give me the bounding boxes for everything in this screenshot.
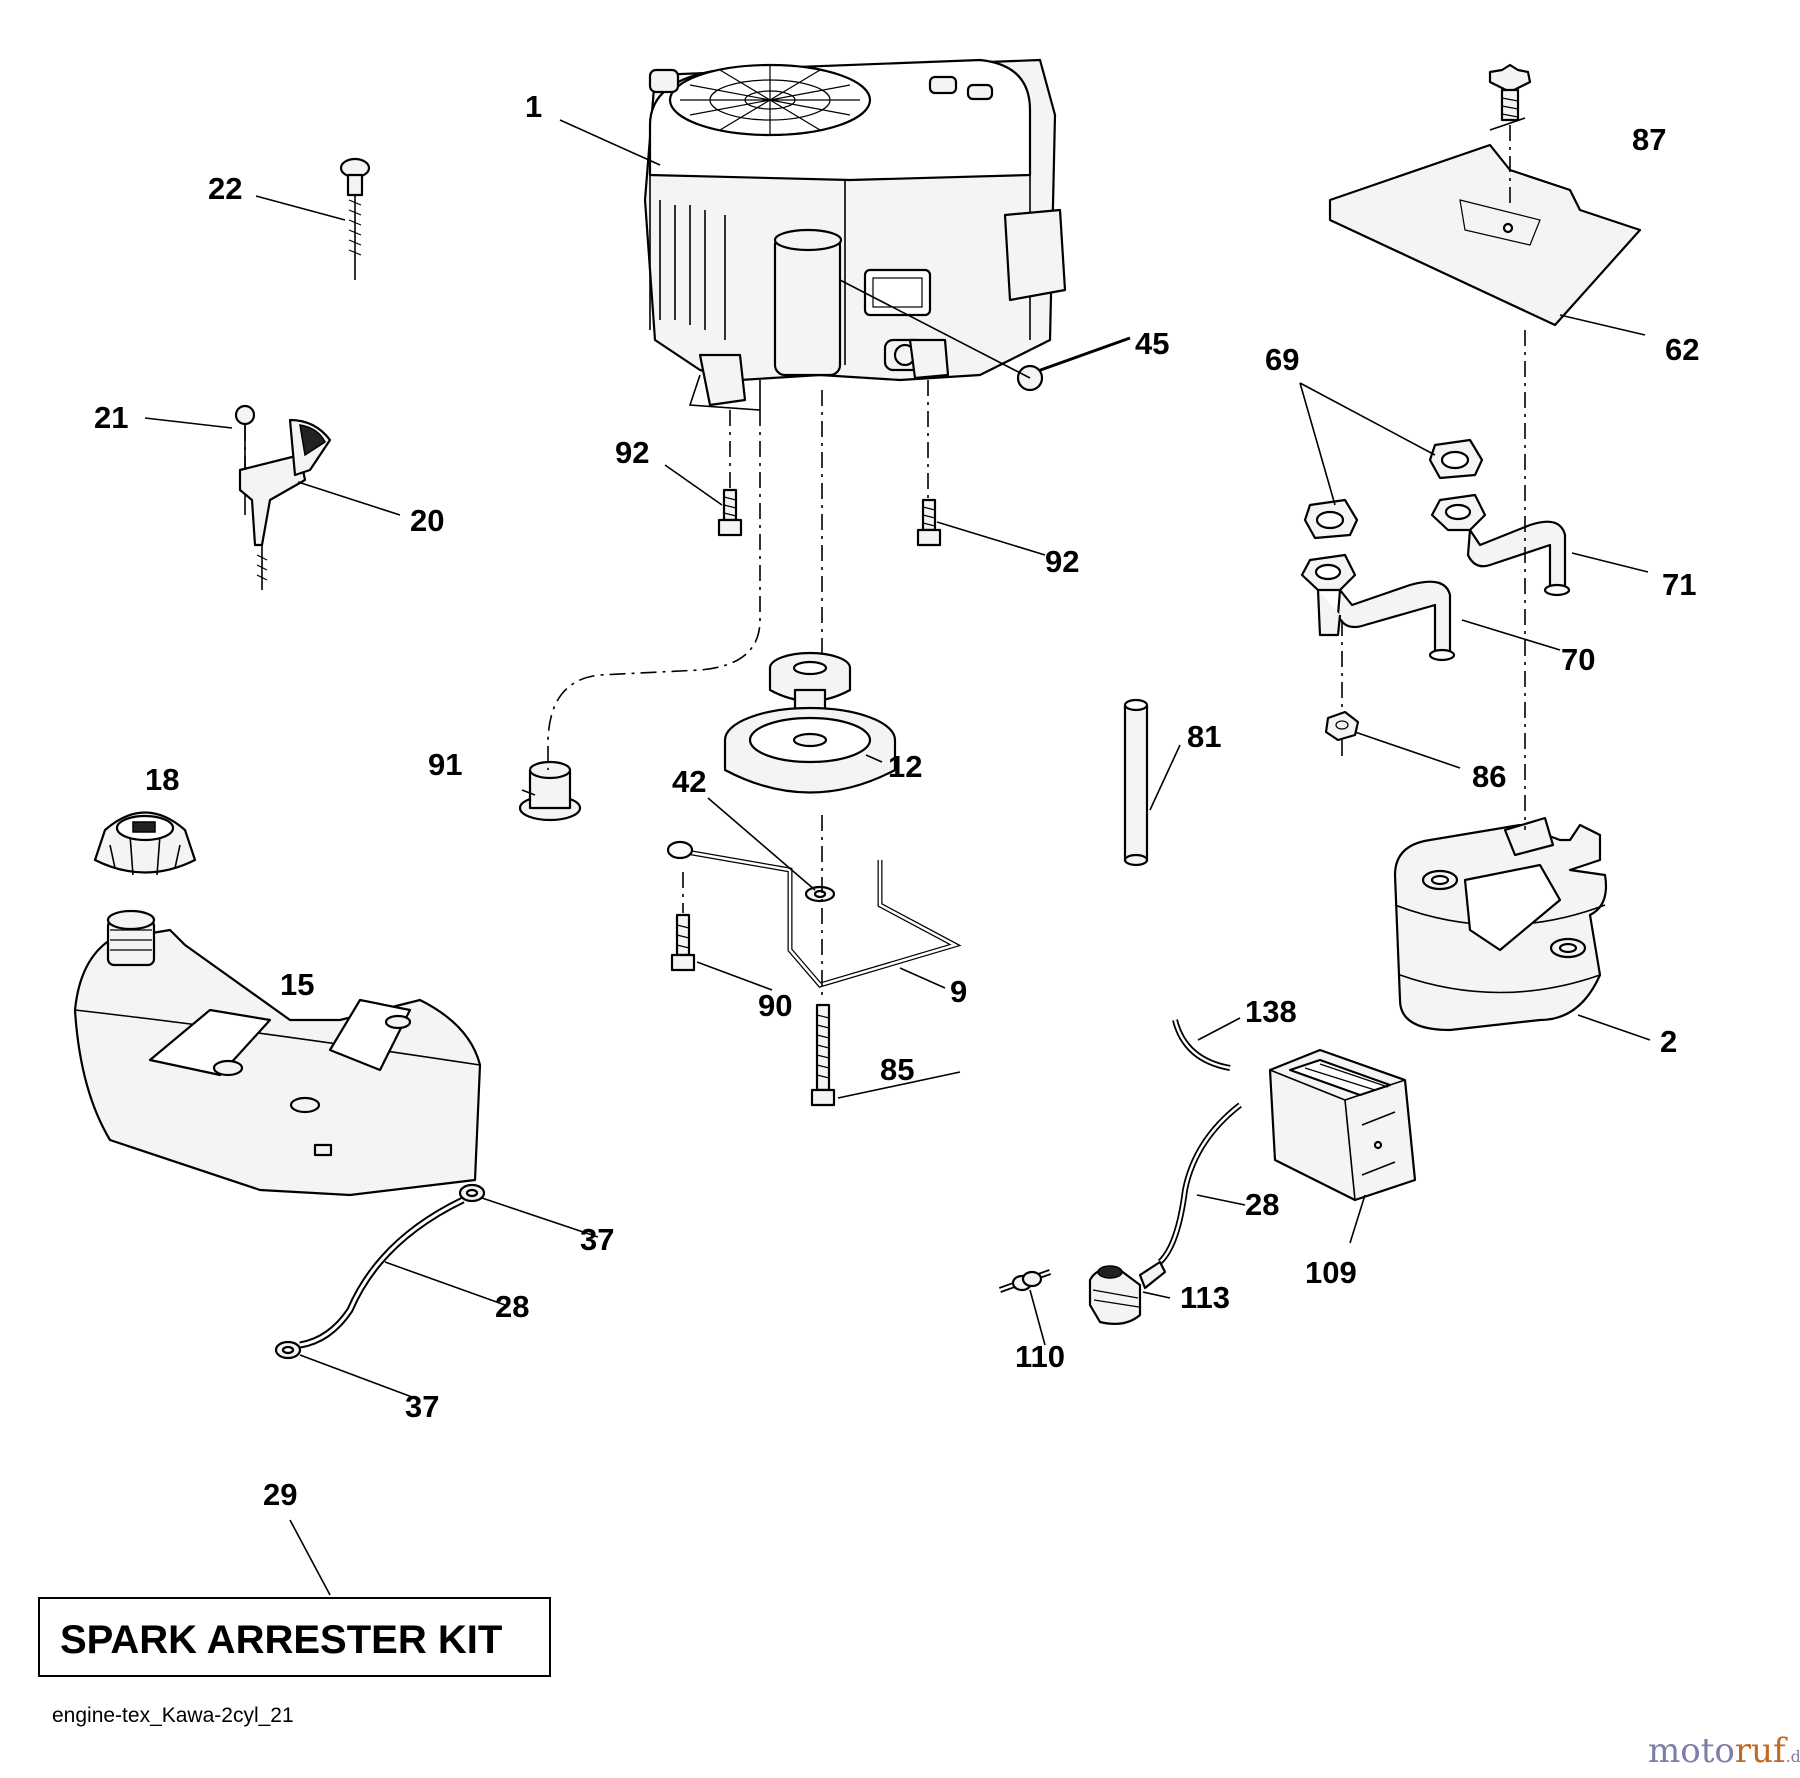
part-label: 21 [94, 400, 128, 435]
part-label: 85 [880, 1052, 914, 1087]
part-label: 22 [208, 171, 242, 206]
leader-lines [144, 117, 1651, 1596]
watermark-accent: ruf [1735, 1731, 1788, 1771]
part-label: 20 [410, 503, 444, 538]
part-labels: 1 22 21 20 92 92 45 87 62 69 71 70 86 81… [94, 89, 1699, 1512]
svg-text:motoruf.de: motoruf.de [1648, 1731, 1800, 1771]
part-label: 37 [405, 1389, 439, 1424]
gas-cap-22-part [339, 157, 371, 280]
bolt-92-right-part [916, 498, 942, 547]
filter-113-part [1088, 1260, 1167, 1325]
part-label: 12 [888, 749, 922, 784]
engine-part [643, 58, 1067, 411]
part-label: 91 [428, 747, 462, 782]
drawing-code: engine-tex_Kawa-2cyl_21 [52, 1704, 294, 1727]
part-label: 70 [1561, 642, 1595, 677]
part-label: 109 [1305, 1255, 1357, 1290]
clamp-37-upper-part [458, 1183, 486, 1203]
part-label: 15 [280, 967, 314, 1002]
part-label: 87 [1632, 122, 1666, 157]
bolt-90-part [670, 913, 696, 972]
throttle-part [234, 404, 332, 590]
nut-86-part [1324, 710, 1360, 742]
heat-shield-62-part [1328, 143, 1642, 327]
part-label: 2 [1660, 1024, 1677, 1059]
part-label: 81 [1187, 719, 1221, 754]
part-label: 69 [1265, 342, 1299, 377]
part-label: 1 [525, 89, 542, 124]
part-label: 113 [1180, 1280, 1230, 1315]
watermark-logo: motoruf.de [1648, 1731, 1800, 1771]
spark-arrester-kit-box [38, 1597, 551, 1677]
tube-81-part [1123, 698, 1149, 867]
part-label: 28 [1245, 1187, 1279, 1222]
hose-138-part [1172, 1019, 1231, 1071]
part-label: 110 [1015, 1339, 1065, 1374]
exhaust-pipe-70-part [1300, 553, 1456, 662]
rod-9-part [666, 840, 962, 988]
canister-109-part [1268, 1048, 1417, 1202]
watermark-tld: .de [1786, 1747, 1800, 1766]
fuel-cap-18-part [93, 811, 197, 876]
gasket-69-right-part [1428, 438, 1484, 480]
clamp-37-lower-part [274, 1340, 302, 1360]
part-label: 37 [580, 1222, 614, 1257]
washer-42-part [804, 885, 836, 903]
part-label: 138 [1245, 994, 1297, 1029]
bolt-85-part [810, 1003, 836, 1107]
part-label: 71 [1662, 567, 1696, 602]
fuel-line-28-left-part [299, 1196, 465, 1349]
knob-87-part [1488, 63, 1532, 122]
part-label: 90 [758, 988, 792, 1023]
pulley-12-part [723, 651, 897, 794]
assembly-dashed-lines [244, 125, 1526, 1000]
part-label: 92 [615, 435, 649, 470]
part-label: 29 [263, 1477, 297, 1512]
muffler-2-part [1393, 816, 1608, 1032]
watermark-main: moto [1648, 1731, 1735, 1771]
part-label: 62 [1665, 332, 1699, 367]
part-label: 86 [1472, 759, 1506, 794]
bolt-92-left-part [717, 488, 743, 537]
fuel-line-28-right-part [1157, 1102, 1242, 1265]
part-label: 18 [145, 762, 179, 797]
bushing-91-part [518, 760, 582, 822]
connector-110-part [998, 1269, 1052, 1293]
gasket-69-left-part [1303, 498, 1359, 540]
part-label: 42 [672, 764, 706, 799]
spark-arrester-kit-title: SPARK ARRESTER KIT [60, 1618, 502, 1662]
part-label: 9 [950, 974, 967, 1009]
exhaust-pipe-71-part [1430, 493, 1571, 597]
part-label: 28 [495, 1289, 529, 1324]
part-label: 92 [1045, 544, 1079, 579]
fuel-tank-15-part [73, 909, 482, 1197]
part-label: 45 [1135, 326, 1169, 361]
